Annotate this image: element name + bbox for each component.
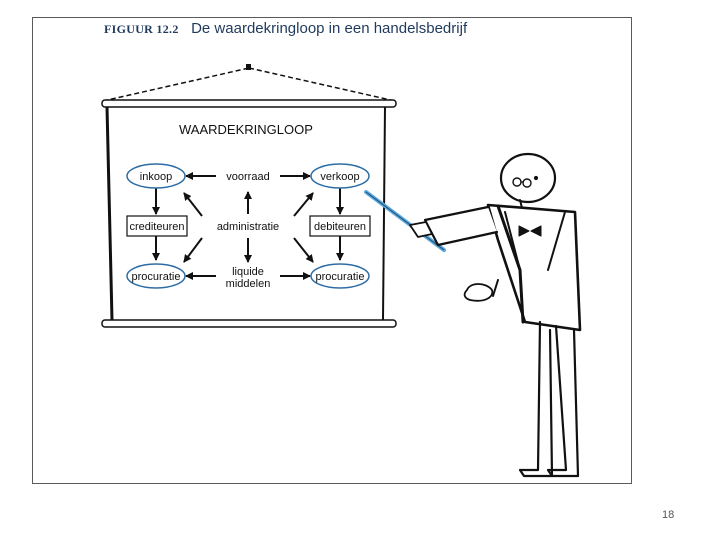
presentation-board	[101, 99, 397, 328]
figure-title: De waardekringloop in een handelsbedrijf	[191, 20, 468, 37]
node-procuratie-right: procuratie	[310, 263, 370, 289]
node-liquide-label-1: liquide	[232, 266, 264, 278]
node-voorraad-label: voorraad	[226, 171, 269, 183]
node-crediteuren: crediteuren	[126, 215, 188, 237]
hanging-cord	[102, 64, 396, 102]
node-debiteuren: debiteuren	[309, 215, 371, 237]
board-heading: WAARDEKRINGLOOP	[179, 122, 313, 137]
presenter-figure	[409, 152, 582, 478]
pointer-stick	[364, 190, 446, 252]
node-voorraad: voorraad	[217, 166, 279, 186]
node-procuratie-right-label: procuratie	[316, 271, 365, 283]
node-procuratie-left-label: procuratie	[132, 271, 181, 283]
node-inkoop: inkoop	[126, 163, 186, 189]
node-liquide-middelen: liquide middelen	[218, 264, 278, 290]
page-number: 18	[662, 509, 675, 521]
node-inkoop-label: inkoop	[140, 171, 172, 183]
node-debiteuren-label: debiteuren	[314, 221, 366, 233]
figure-label: FIGUUR 12.2	[104, 22, 179, 36]
node-verkoop: verkoop	[310, 163, 370, 189]
node-administratie-label: administratie	[217, 221, 279, 233]
diagram-arrows	[152, 172, 344, 280]
node-administratie: administratie	[208, 216, 288, 236]
node-procuratie-left: procuratie	[126, 263, 186, 289]
node-liquide-label-2: middelen	[226, 278, 271, 290]
figure-caption: FIGUUR 12.2 De waardekringloop in een ha…	[104, 20, 467, 38]
node-crediteuren-label: crediteuren	[129, 221, 184, 233]
node-verkoop-label: verkoop	[320, 171, 359, 183]
